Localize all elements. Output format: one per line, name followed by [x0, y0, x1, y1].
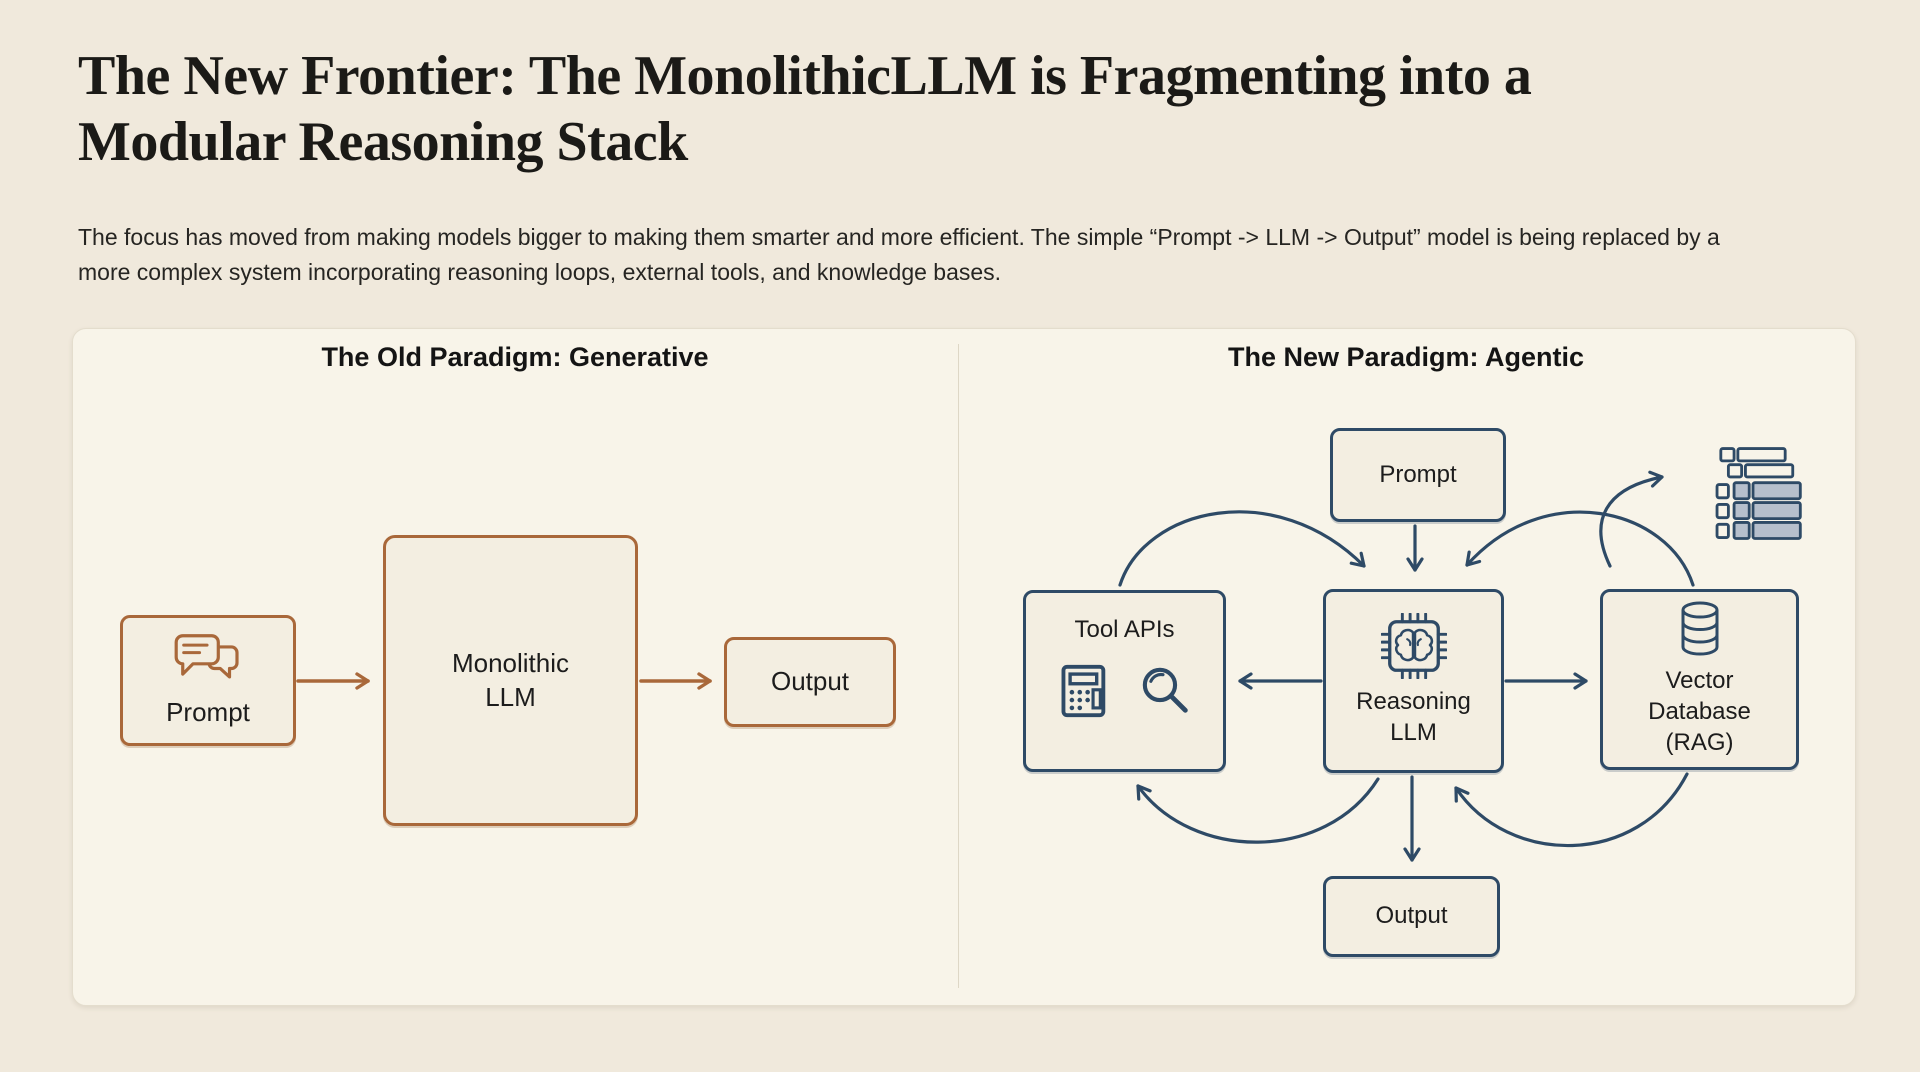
calculator-icon: [1061, 664, 1105, 717]
tool-apis-icons: [1055, 662, 1195, 720]
old-paradigm-heading: The Old Paradigm: Generative: [321, 342, 709, 372]
new-output-label: Output: [1375, 902, 1448, 930]
magnifier-icon: [1142, 667, 1188, 713]
old-prompt-node: Prompt: [120, 615, 296, 746]
chip-brain-icon: [1380, 613, 1447, 680]
page-title: The New Frontier: The MonolithicLLM is F…: [78, 45, 1532, 173]
vector-db-node: Vector Database (RAG): [1600, 589, 1799, 770]
database-icon: [1681, 601, 1718, 656]
tool-apis-node: Tool APIs: [1023, 590, 1226, 772]
monolithic-llm-label: Monolithic LLM: [451, 648, 570, 712]
monolithic-llm-node: Monolithic LLM: [383, 535, 638, 826]
old-output-node: Output: [724, 637, 896, 727]
new-paradigm-heading: The New Paradigm: Agentic: [1227, 342, 1585, 372]
new-output-node: Output: [1323, 876, 1500, 957]
panel-divider: [958, 344, 959, 988]
reasoning-llm-label: Reasoning LLM: [1356, 688, 1471, 746]
page-subtitle: The focus has moved from making models b…: [78, 224, 1720, 285]
old-prompt-label: Prompt: [166, 696, 250, 727]
chat-bubbles-icon: [174, 634, 239, 679]
new-prompt-label: Prompt: [1379, 460, 1457, 488]
old-output-label: Output: [770, 666, 850, 697]
tool-apis-label: Tool APIs: [1074, 616, 1175, 643]
vector-db-label: Vector Database (RAG): [1648, 667, 1751, 756]
paradigm-card: [72, 328, 1856, 1006]
new-prompt-node: Prompt: [1330, 428, 1506, 522]
stacked-bars-icon: [1700, 443, 1806, 550]
reasoning-llm-node: Reasoning LLM: [1323, 589, 1504, 773]
